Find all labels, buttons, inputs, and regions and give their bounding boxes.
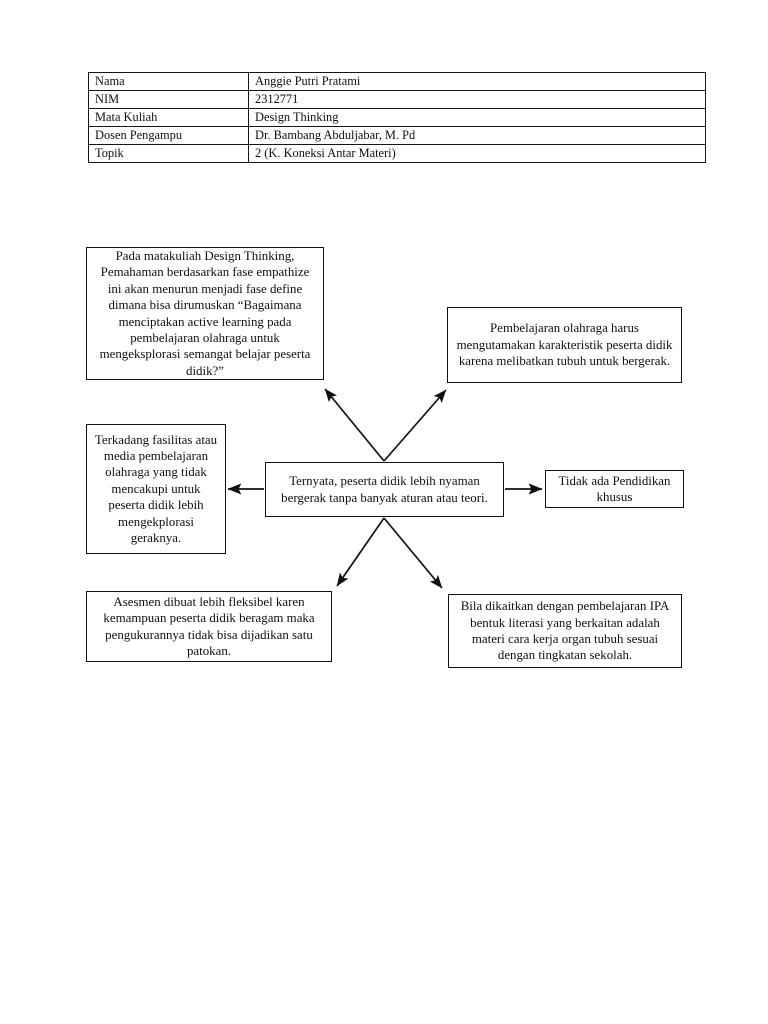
- node-left[interactable]: Terkadang fasilitas atau media pembelaja…: [86, 424, 226, 554]
- node-left-text: Terkadang fasilitas atau media pembelaja…: [94, 432, 218, 546]
- node-center[interactable]: Ternyata, peserta didik lebih nyaman ber…: [265, 462, 504, 517]
- table-row: Mata Kuliah Design Thinking: [88, 108, 706, 127]
- arrow-center-to-top-left: [324, 388, 385, 462]
- arrow-center-to-bottom-left: [336, 517, 385, 587]
- node-bottom-left-text: Asesmen dibuat lebih fleksibel karen kem…: [103, 594, 315, 658]
- arrow-center-to-bottom-right: [383, 517, 443, 589]
- table-cell-label-mata-kuliah: Mata Kuliah: [88, 108, 249, 127]
- node-top-left-text: Pada matakuliah Design Thinking, Pemaham…: [99, 248, 311, 378]
- node-bottom-right-text: Bila dikaitkan dengan pembelajaran IPA b…: [460, 599, 670, 663]
- node-top-right-text: Pembelajaran olahraga harus mengutamakan…: [456, 321, 673, 369]
- node-center-text: Ternyata, peserta didik lebih nyaman ber…: [281, 474, 488, 505]
- node-bottom-left[interactable]: Asesmen dibuat lebih fleksibel karen kem…: [86, 591, 332, 662]
- table-cell-value-topik: 2 (K. Koneksi Antar Materi): [248, 144, 706, 163]
- node-top-right[interactable]: Pembelajaran olahraga harus mengutamakan…: [447, 307, 682, 383]
- student-info-table: Nama Anggie Putri Pratami NIM 2312771 Ma…: [88, 72, 706, 163]
- node-bottom-right[interactable]: Bila dikaitkan dengan pembelajaran IPA b…: [448, 594, 682, 668]
- table-row: Topik 2 (K. Koneksi Antar Materi): [88, 144, 706, 163]
- arrow-center-to-top-right: [383, 389, 447, 462]
- node-right[interactable]: Tidak ada Pendidikan khusus: [545, 470, 684, 508]
- node-right-text: Tidak ada Pendidikan khusus: [558, 473, 671, 504]
- node-top-left[interactable]: Pada matakuliah Design Thinking, Pemaham…: [86, 247, 324, 380]
